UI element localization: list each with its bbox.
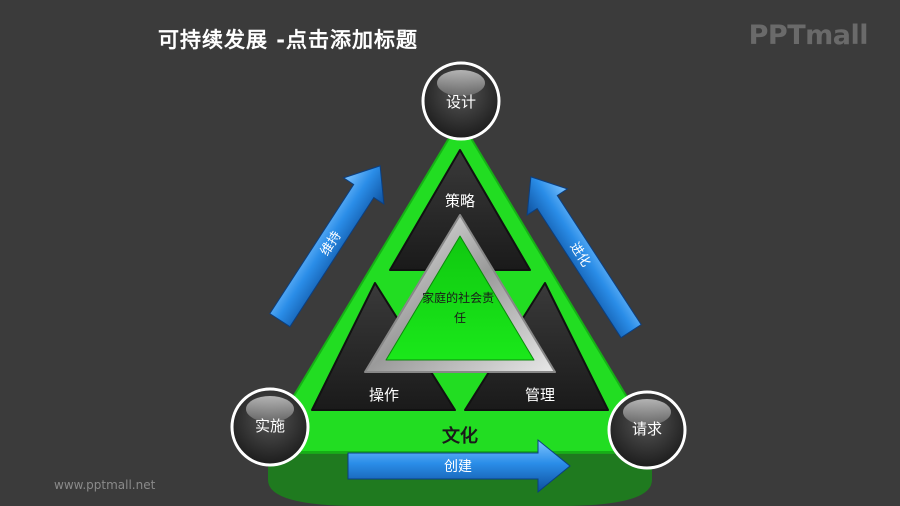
arrow-left: 维持: [269, 165, 385, 328]
center-label-line1: 家庭的社会责: [422, 290, 494, 305]
segment-left-label: 操作: [369, 386, 399, 404]
footer-url: www.pptmall.net: [54, 478, 156, 492]
node-right: 请求: [607, 390, 687, 470]
node-top-label: 设计: [446, 93, 476, 111]
center-triangle: [385, 235, 535, 361]
center-label-line2: 任: [454, 311, 466, 325]
segment-top-label: 策略: [445, 192, 475, 210]
base-label: 文化: [442, 425, 478, 447]
brand-logo: PPTmall: [748, 20, 869, 51]
node-left: 实施: [230, 387, 310, 467]
page-title: 可持续发展 -点击添加标题: [158, 28, 419, 52]
segment-right-label: 管理: [525, 386, 555, 404]
arrow-bottom: 创建: [347, 438, 571, 494]
center-label: 家庭的社会责 任: [422, 290, 498, 325]
arrow-bottom-label: 创建: [444, 459, 472, 475]
node-left-label: 实施: [255, 417, 285, 435]
node-top: 设计: [421, 61, 501, 141]
node-right-label: 请求: [632, 420, 662, 438]
